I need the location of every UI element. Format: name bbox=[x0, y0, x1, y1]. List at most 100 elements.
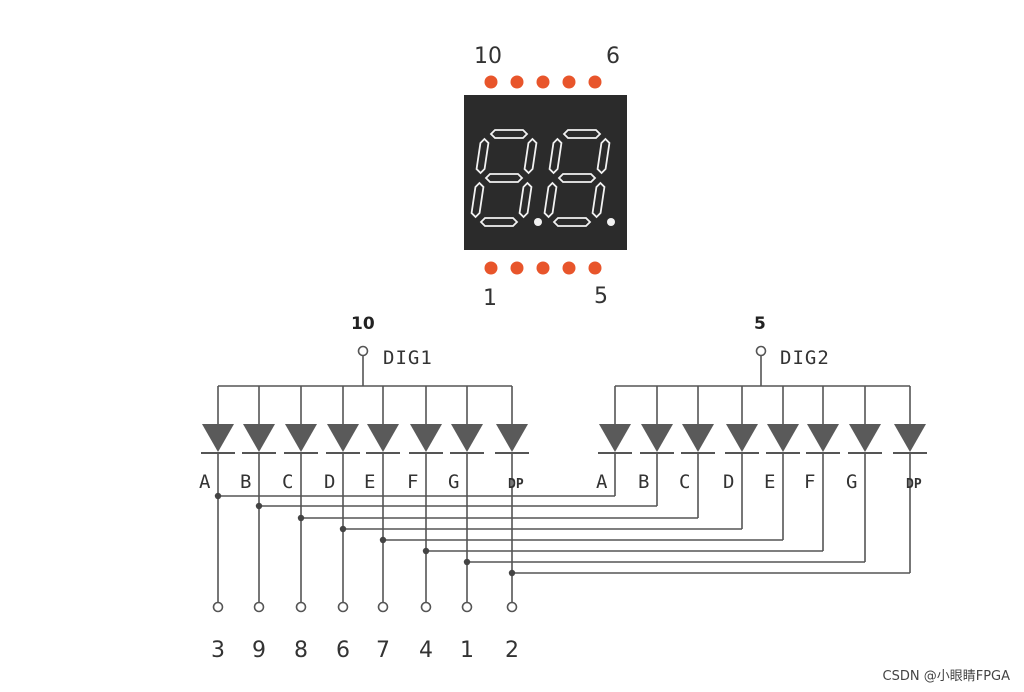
digit-segment bbox=[475, 137, 490, 175]
digit-segment bbox=[562, 129, 602, 139]
junction-dot bbox=[214, 492, 222, 500]
pin-number-1: 1 bbox=[460, 638, 474, 663]
pin-number-8: 8 bbox=[294, 638, 308, 663]
pin-terminal bbox=[461, 601, 473, 613]
digit-segment bbox=[596, 137, 611, 175]
top-pin-row bbox=[484, 75, 602, 89]
junction-dot bbox=[297, 514, 305, 522]
diode-triangle bbox=[243, 424, 275, 452]
digit1-segment-label: F bbox=[407, 471, 418, 493]
digit1-segment-label: DP bbox=[508, 477, 524, 492]
diode-triangle bbox=[767, 424, 799, 452]
digit-segment bbox=[489, 129, 529, 139]
junction-dot bbox=[339, 525, 347, 533]
bottom-pin bbox=[484, 261, 498, 275]
digit-segment bbox=[557, 173, 597, 183]
digit-segment bbox=[518, 181, 533, 219]
digit1-segment-label: G bbox=[448, 471, 459, 493]
top-left-pin-number: 10 bbox=[474, 44, 502, 69]
pin-number-2: 2 bbox=[505, 638, 519, 663]
decimal-point bbox=[534, 218, 542, 226]
pin-terminal bbox=[337, 601, 349, 613]
bottom-pin bbox=[510, 261, 524, 275]
junction-dot bbox=[379, 536, 387, 544]
schematic-wiring bbox=[214, 356, 911, 603]
diode-triangle bbox=[599, 424, 631, 452]
bottom-pin bbox=[536, 261, 550, 275]
top-pin bbox=[510, 75, 524, 89]
digit-segment bbox=[523, 137, 538, 175]
digit1-segment-label: B bbox=[240, 471, 251, 493]
pin-number-4: 4 bbox=[419, 638, 433, 663]
digit-segment bbox=[470, 181, 485, 219]
digit2-segment-label: F bbox=[804, 471, 815, 493]
digit2-diodes bbox=[598, 424, 927, 454]
digit2-segment-label: DP bbox=[906, 477, 922, 492]
digit-segment bbox=[552, 217, 592, 227]
pin-terminal bbox=[212, 601, 224, 613]
pin-terminal bbox=[420, 601, 432, 613]
diode-triangle bbox=[285, 424, 317, 452]
pin-number-7: 7 bbox=[376, 638, 390, 663]
digit2-segment-label: D bbox=[723, 471, 734, 493]
diode-triangle bbox=[849, 424, 881, 452]
diode-triangle bbox=[410, 424, 442, 452]
digit-segment bbox=[548, 137, 563, 175]
junction-dot bbox=[255, 502, 263, 510]
digit1-segment-label: A bbox=[199, 471, 211, 493]
digit1-segment-label: D bbox=[324, 471, 335, 493]
diode-triangle bbox=[807, 424, 839, 452]
digit-segment bbox=[543, 181, 558, 219]
bottom-right-pin-number: 5 bbox=[594, 284, 608, 309]
bottom-pin bbox=[562, 261, 576, 275]
diode-triangle bbox=[327, 424, 359, 452]
junction-dot bbox=[508, 569, 516, 577]
digit1-com-terminal bbox=[357, 345, 369, 357]
digit1-com-pin: 10 bbox=[351, 314, 375, 334]
pin-terminal bbox=[506, 601, 518, 613]
bottom-left-pin-number: 1 bbox=[483, 286, 497, 311]
watermark: CSDN @小眼睛FPGA bbox=[882, 669, 1010, 684]
diode-triangle bbox=[726, 424, 758, 452]
top-pin bbox=[588, 75, 602, 89]
diode-triangle bbox=[451, 424, 483, 452]
digit2-common: 5 DIG2 bbox=[754, 314, 830, 369]
decimal-point bbox=[607, 218, 615, 226]
digit2-com-label: DIG2 bbox=[780, 347, 830, 369]
digit2-com-terminal bbox=[755, 345, 767, 357]
digit2-segment-label: C bbox=[679, 471, 690, 493]
diode-triangle bbox=[894, 424, 926, 452]
digit2-segment-label: A bbox=[596, 471, 608, 493]
top-pin bbox=[562, 75, 576, 89]
digit2-com-pin: 5 bbox=[754, 314, 766, 334]
junction-dot bbox=[422, 547, 430, 555]
digit-segment bbox=[591, 181, 606, 219]
digit-segment bbox=[484, 173, 524, 183]
pin-terminal bbox=[377, 601, 389, 613]
bottom-pin-row bbox=[484, 261, 602, 275]
digit2-segment-label: E bbox=[764, 471, 775, 493]
pin-terminal bbox=[253, 601, 265, 613]
digit-segment bbox=[479, 217, 519, 227]
pin-terminal bbox=[295, 601, 307, 613]
diode-triangle bbox=[682, 424, 714, 452]
top-pin bbox=[536, 75, 550, 89]
digit2-segment-label: G bbox=[846, 471, 857, 493]
digit1-segment-label: C bbox=[282, 471, 293, 493]
digit1-com-label: DIG1 bbox=[383, 347, 433, 369]
top-pin bbox=[484, 75, 498, 89]
bottom-pin bbox=[588, 261, 602, 275]
digit1-segment-label: E bbox=[364, 471, 375, 493]
diode-triangle bbox=[202, 424, 234, 452]
display-package: 10 6 1 5 bbox=[464, 44, 627, 311]
digit2-segment-label: B bbox=[638, 471, 649, 493]
pin-number-6: 6 bbox=[336, 638, 350, 663]
digit1-common: 10 DIG1 bbox=[351, 314, 433, 369]
diode-triangle bbox=[367, 424, 399, 452]
pin-number-3: 3 bbox=[211, 638, 225, 663]
diode-triangle bbox=[641, 424, 673, 452]
diode-triangle bbox=[496, 424, 528, 452]
digit1-diodes: A A B B C C D D E E F F G G DP DP bbox=[199, 424, 922, 493]
